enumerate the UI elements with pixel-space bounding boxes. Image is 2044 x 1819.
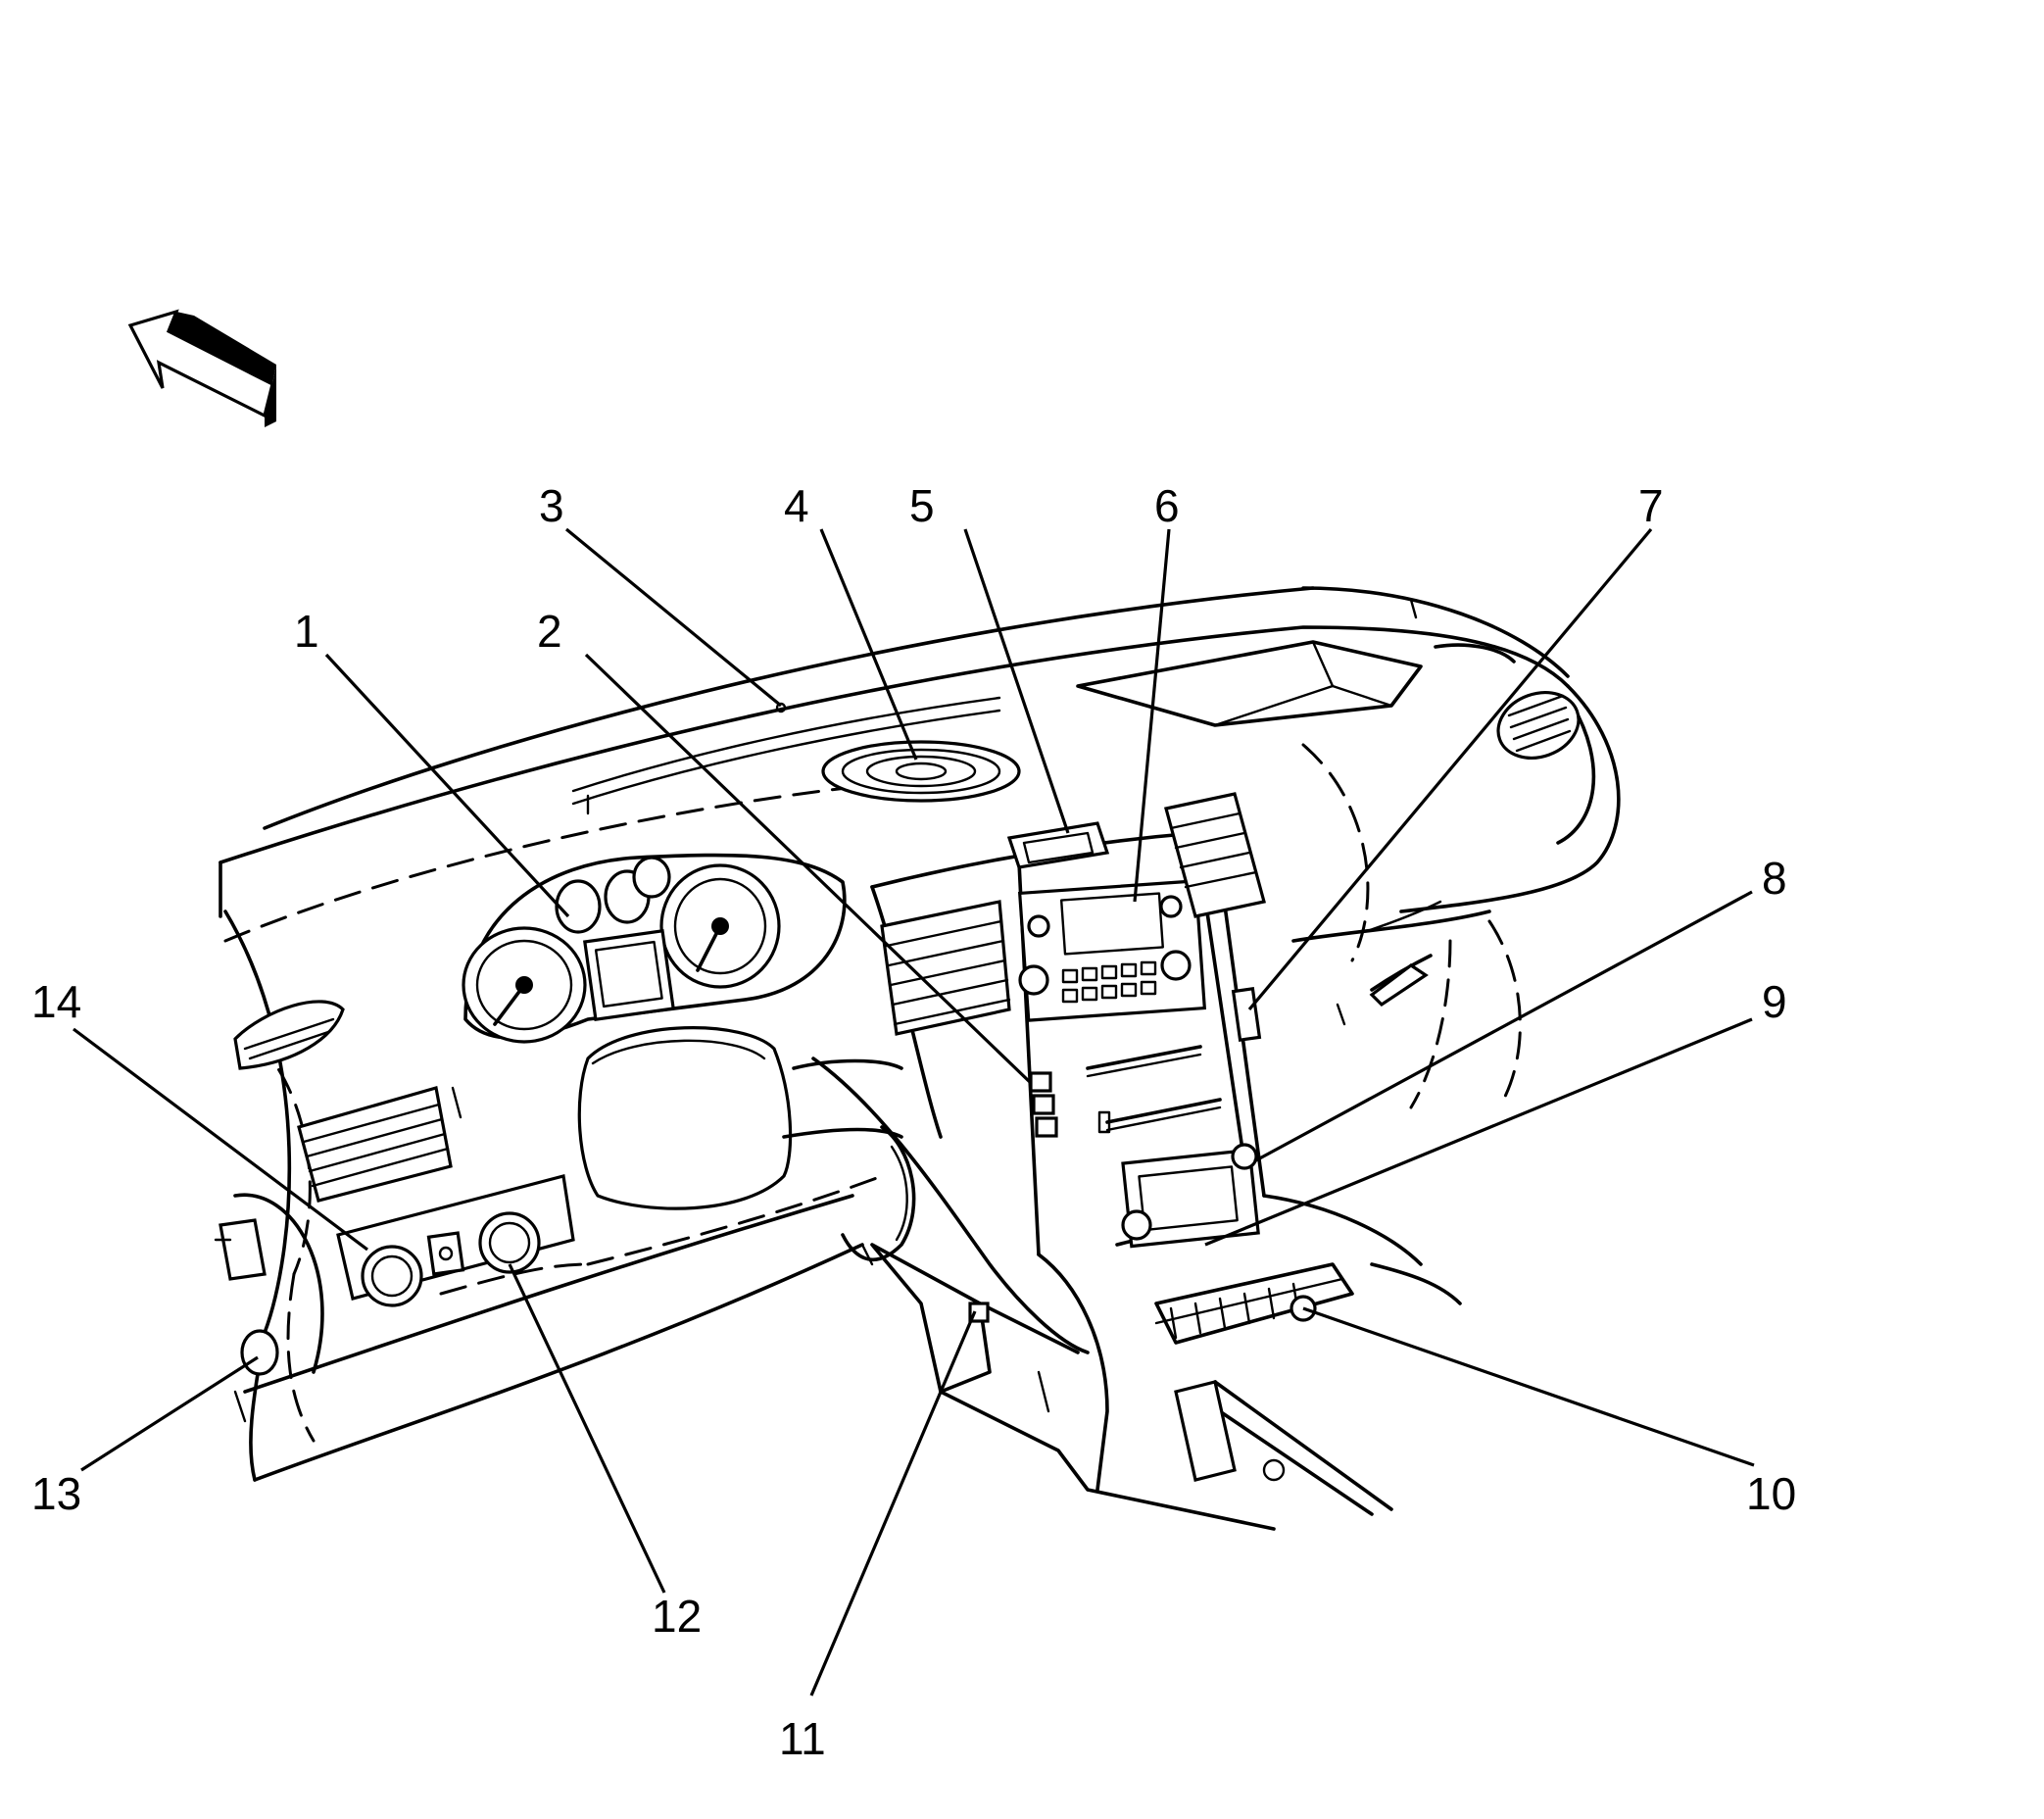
callout-labels: 1 2 3 4 5 6 7 8 9 10 11 12 13 14 — [31, 480, 1796, 1764]
left-switch-bank — [336, 1174, 575, 1307]
leader-lines — [73, 527, 1755, 1696]
callout-9: 9 — [1762, 976, 1787, 1027]
leader-7 — [1247, 527, 1653, 1011]
callout-12: 12 — [652, 1591, 702, 1642]
leader-10 — [1302, 1306, 1755, 1467]
leader-6 — [1133, 528, 1171, 903]
center-left-vent — [880, 900, 1011, 1036]
callout-11: 11 — [779, 1713, 826, 1764]
callout-5: 5 — [909, 480, 935, 531]
callout-1: 1 — [294, 606, 319, 657]
leader-11 — [809, 1310, 977, 1696]
leader-5 — [963, 528, 1070, 834]
lower-console — [860, 1243, 1462, 1531]
leader-4 — [819, 528, 918, 761]
left-lower-vent — [297, 1085, 462, 1203]
leader-3 — [564, 527, 783, 708]
glovebox-handle — [1336, 900, 1442, 1026]
left-upper-vent — [233, 1000, 345, 1070]
instrument-panel-outline — [219, 586, 1621, 1482]
callout-14: 14 — [31, 976, 81, 1027]
callout-10: 10 — [1746, 1468, 1796, 1519]
instrument-cluster — [462, 853, 847, 1044]
front-direction-arrow-icon — [127, 309, 276, 427]
callout-7: 7 — [1638, 480, 1664, 531]
callout-4: 4 — [784, 480, 809, 531]
leader-9 — [1204, 1017, 1753, 1247]
callout-13: 13 — [31, 1468, 81, 1519]
center-right-vent — [1164, 792, 1266, 918]
passenger-airbag-door — [1076, 598, 1516, 727]
steering-column — [577, 1026, 916, 1261]
leader-13 — [80, 1355, 259, 1472]
radio-buttons — [1061, 960, 1157, 1004]
callout-3: 3 — [539, 480, 564, 531]
leader-1 — [324, 653, 570, 918]
leader-2 — [584, 653, 1033, 1085]
callout-8: 8 — [1762, 853, 1787, 904]
callout-2: 2 — [537, 606, 562, 657]
leader-12 — [508, 1263, 666, 1594]
leader-14 — [73, 1027, 368, 1252]
defrost-grille — [571, 696, 1001, 815]
leader-8 — [1253, 890, 1753, 1163]
center-speaker — [821, 740, 1021, 803]
callout-6: 6 — [1154, 480, 1180, 531]
right-side-vent — [1496, 691, 1581, 760]
